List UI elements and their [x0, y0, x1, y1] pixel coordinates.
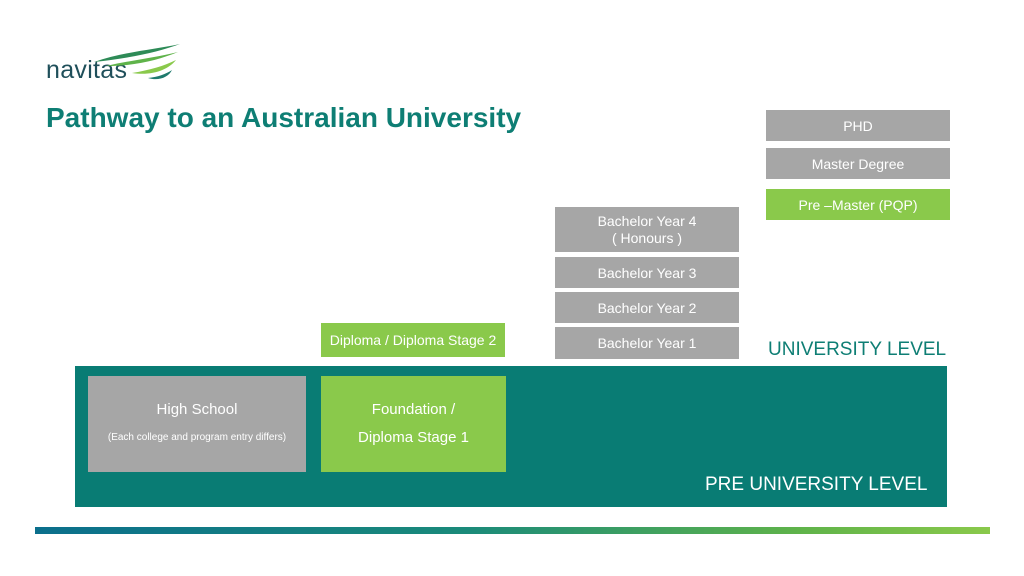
bachelor-year-4-box: Bachelor Year 4 ( Honours ) — [555, 207, 739, 252]
master-degree-box: Master Degree — [766, 148, 950, 179]
footer-gradient-bar — [35, 527, 990, 534]
high-school-label: High School — [156, 401, 238, 418]
high-school-box: High School (Each college and program en… — [88, 376, 306, 472]
diploma-stage-2-box: Diploma / Diploma Stage 2 — [321, 323, 505, 357]
foundation-label-line2: Diploma Stage 1 — [358, 429, 469, 446]
high-school-note: (Each college and program entry differs) — [107, 432, 287, 443]
bachelor-year-3-box: Bachelor Year 3 — [555, 257, 739, 288]
bachelor-year-4-label: Bachelor Year 4 — [597, 212, 697, 229]
pre-master-box: Pre –Master (PQP) — [766, 189, 950, 220]
swoosh-logo-icon — [94, 44, 180, 80]
university-level-label: UNIVERSITY LEVEL — [768, 339, 947, 360]
bachelor-year-2-box: Bachelor Year 2 — [555, 292, 739, 323]
navitas-logo-text: navitas — [46, 56, 128, 84]
bachelor-year-1-box: Bachelor Year 1 — [555, 327, 739, 359]
bachelor-year-4-honours: ( Honours ) — [611, 229, 683, 246]
pre-university-level-label: PRE UNIVERSITY LEVEL — [705, 474, 928, 495]
page-title: Pathway to an Australian University — [46, 102, 522, 133]
foundation-label-line1: Foundation / — [371, 401, 456, 418]
phd-box: PHD — [766, 110, 950, 141]
foundation-box: Foundation / Diploma Stage 1 — [321, 376, 506, 472]
